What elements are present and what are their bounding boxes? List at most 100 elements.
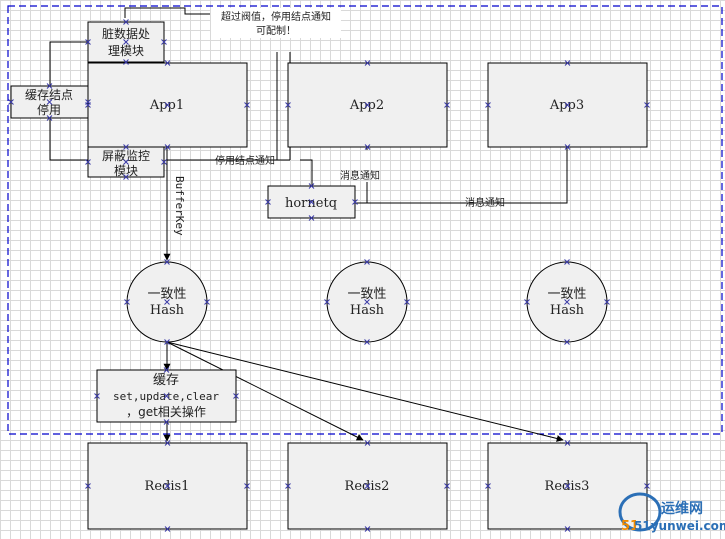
handle-mark (46, 83, 53, 89)
handle-mark (46, 115, 53, 121)
hash2-label-1: 一致性 (347, 287, 386, 302)
handle-mark (8, 99, 14, 105)
connector-cache-disable-top (49, 41, 88, 86)
handle-mark (564, 440, 571, 446)
selection-handles (8, 19, 650, 532)
connector-hash-redis2 (166, 341, 364, 441)
mask-monitor-module-label-2: 模块 (114, 164, 138, 178)
handle-mark (564, 299, 570, 305)
handle-mark (164, 259, 170, 265)
handle-mark (244, 483, 250, 489)
handle-mark (308, 215, 315, 221)
watermark-site-cn: 运维网 (661, 500, 703, 517)
handle-mark (164, 299, 170, 305)
handle-mark (364, 440, 371, 446)
handle-mark (644, 102, 650, 108)
handle-mark (164, 339, 170, 345)
handle-mark (485, 102, 491, 108)
stop-notify-label: 停用结点通知 (215, 154, 275, 167)
connectors (49, 7, 568, 442)
handle-mark (123, 19, 129, 25)
handle-mark (644, 483, 650, 489)
handle-mark (444, 102, 450, 108)
handle-mark (364, 526, 371, 532)
handle-mark (285, 102, 291, 108)
connector-note-to-dirty (124, 7, 210, 18)
dirty-data-module-label-2: 理模块 (108, 44, 144, 58)
handle-mark (564, 339, 570, 345)
handle-mark (265, 199, 271, 205)
handle-mark (364, 259, 370, 265)
handle-mark (308, 183, 315, 189)
handle-mark (164, 102, 171, 108)
hash2-label-2: Hash (350, 303, 385, 318)
hash3-label-1: 一致性 (547, 287, 586, 302)
handle-mark (285, 483, 291, 489)
system-boundary (7, 5, 723, 435)
handle-mark (364, 102, 371, 108)
buffer-key-label: BufferKey (173, 176, 186, 236)
cache-ops-label-1: 缓存 (153, 373, 179, 388)
handle-mark (161, 39, 167, 45)
handle-mark (204, 299, 210, 305)
handle-mark (233, 393, 239, 399)
handle-mark (163, 419, 170, 425)
handle-mark (124, 299, 130, 305)
handle-mark (123, 174, 129, 180)
handle-mark (164, 144, 171, 150)
handle-mark (164, 483, 171, 489)
handle-mark (164, 60, 171, 66)
handle-mark (46, 99, 53, 105)
handle-mark (404, 299, 410, 305)
handle-mark (564, 144, 571, 150)
handle-mark (123, 59, 129, 65)
handle-mark (324, 299, 330, 305)
handle-mark (163, 393, 170, 399)
handle-mark (485, 483, 491, 489)
cache-node-disable-label-1: 缓存结点 (25, 88, 73, 102)
watermark: 运维网 51 51yunwei.com (618, 492, 725, 534)
handle-mark (164, 440, 171, 446)
handle-mark (524, 299, 530, 305)
hash3-label-2: Hash (550, 303, 585, 318)
threshold-note-bg (211, 8, 341, 38)
msg-notify-label-1: 消息通知 (340, 169, 380, 182)
handle-mark (163, 367, 170, 373)
handle-mark (364, 483, 371, 489)
hash1-label-1: 一致性 (147, 287, 186, 302)
handle-mark (244, 102, 250, 108)
handle-mark (564, 526, 571, 532)
handle-mark (94, 393, 100, 399)
msg-notify-label-2: 消息通知 (465, 196, 505, 209)
handle-mark (364, 60, 371, 66)
handle-mark (564, 259, 570, 265)
hash1-label-2: Hash (150, 303, 185, 318)
handle-mark (364, 299, 370, 305)
connector-hornetq-app3 (355, 124, 568, 204)
handle-mark (85, 99, 91, 105)
handle-mark (352, 199, 358, 205)
handle-mark (164, 526, 171, 532)
handle-mark (564, 102, 571, 108)
handle-mark (364, 339, 370, 345)
connector-hash-redis3 (166, 341, 564, 442)
handle-mark (85, 483, 91, 489)
handle-mark (564, 60, 571, 66)
connector-cache-disable-bottom (49, 118, 88, 161)
handle-mark (564, 483, 571, 489)
dirty-data-module-label-1: 脏数据处 (102, 26, 150, 41)
handle-mark (85, 39, 91, 45)
cache-node-disable-label-2: 停用 (37, 102, 61, 117)
handle-mark (364, 144, 371, 150)
handle-mark (161, 159, 167, 165)
handle-mark (308, 199, 315, 205)
handle-mark (444, 483, 450, 489)
threshold-note-line-2: 可配制！ (256, 24, 296, 37)
handle-mark (123, 144, 129, 150)
threshold-note-line-1: 超过阀值，停用结点通知 (221, 10, 331, 23)
watermark-number: 51 (621, 519, 639, 534)
hornetq-label: hornetq (285, 196, 337, 211)
handle-mark (123, 159, 129, 165)
mask-monitor-module-label-1: 屏蔽监控 (102, 149, 150, 163)
